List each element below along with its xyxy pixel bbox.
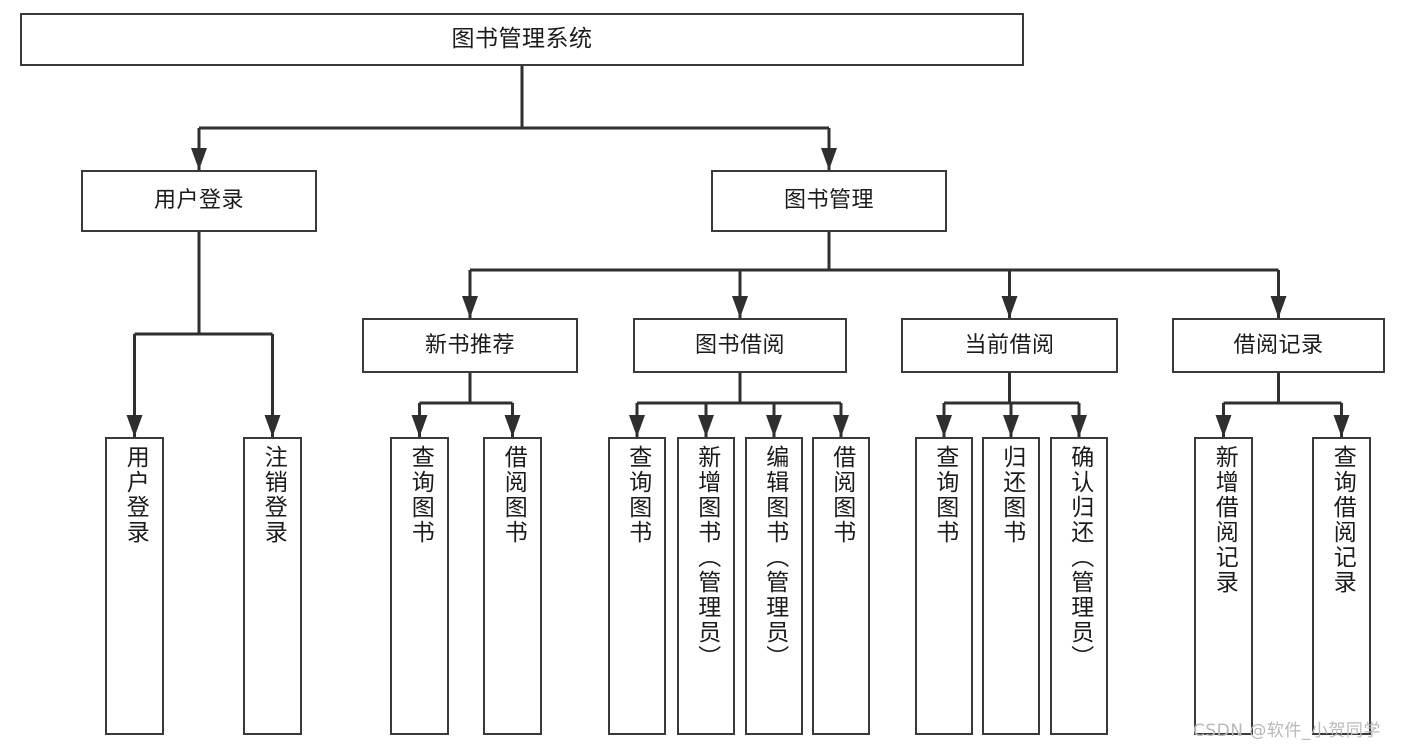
arrowhead-book-borrow (732, 296, 748, 318)
node-label-leaf-cb-query: 查询图书 (931, 445, 958, 545)
node-leaf-bb-edit[interactable]: 编辑图书（管理员） (745, 437, 803, 735)
node-leaf-bb-borrow[interactable]: 借阅图书 (812, 437, 870, 735)
node-new-book-rec[interactable]: 新书推荐 (362, 318, 578, 373)
node-label-leaf-br-add: 新增借阅记录 (1211, 445, 1238, 595)
arrowhead-leaf-bb-edit (766, 415, 782, 437)
arrowhead-leaf-br-query (1333, 415, 1350, 437)
node-label-leaf-rec-borrow: 借阅图书 (500, 445, 527, 545)
arrowhead-borrow-record (1270, 296, 1287, 318)
node-leaf-cb-query[interactable]: 查询图书 (915, 437, 973, 735)
node-label-new-book-rec: 新书推荐 (424, 332, 515, 358)
arrowhead-leaf-cb-confirm (1071, 415, 1087, 437)
node-label-leaf-cb-return: 归还图书 (998, 445, 1025, 545)
arrowhead-leaf-user-login (126, 415, 143, 437)
node-label-leaf-cb-confirm: 确认归还（管理员） (1066, 445, 1093, 670)
node-label-leaf-user-login: 用户登录 (122, 445, 149, 545)
arrowhead-current-borrow (1001, 296, 1018, 318)
node-label-borrow-record: 借阅记录 (1233, 332, 1324, 358)
node-label-leaf-bb-borrow: 借阅图书 (828, 445, 855, 545)
node-label-leaf-rec-query: 查询图书 (407, 445, 434, 545)
node-label-book-borrow: 图书借阅 (694, 332, 785, 358)
node-label-current-borrow: 当前借阅 (964, 332, 1055, 358)
arrowhead-leaf-rec-borrow (504, 415, 521, 437)
arrowhead-leaf-rec-query (411, 415, 428, 437)
node-current-borrow[interactable]: 当前借阅 (901, 318, 1118, 373)
node-leaf-cb-return[interactable]: 归还图书 (982, 437, 1040, 735)
node-label-leaf-bb-add: 新增图书（管理员） (693, 445, 720, 670)
node-book-manage[interactable]: 图书管理 (711, 170, 947, 232)
node-leaf-user-logout[interactable]: 注销登录 (243, 437, 302, 735)
node-root[interactable]: 图书管理系统 (20, 13, 1024, 66)
node-label-leaf-bb-query: 查询图书 (624, 445, 651, 545)
node-leaf-cb-confirm[interactable]: 确认归还（管理员） (1050, 437, 1108, 735)
node-label-root: 图书管理系统 (451, 25, 593, 52)
node-borrow-record[interactable]: 借阅记录 (1172, 318, 1385, 373)
node-user-login[interactable]: 用户登录 (81, 170, 317, 232)
arrowhead-leaf-cb-return (1003, 415, 1019, 437)
node-label-book-manage: 图书管理 (783, 188, 874, 214)
arrowhead-user-login (191, 148, 207, 170)
arrowhead-book-manage (821, 148, 837, 170)
arrowhead-leaf-bb-borrow (833, 415, 849, 437)
arrowhead-leaf-user-logout (264, 415, 281, 437)
node-leaf-user-login[interactable]: 用户登录 (105, 437, 164, 735)
node-leaf-bb-query[interactable]: 查询图书 (608, 437, 666, 735)
node-book-borrow[interactable]: 图书借阅 (633, 318, 847, 373)
node-label-leaf-bb-edit: 编辑图书（管理员） (761, 445, 788, 670)
node-label-leaf-br-query: 查询借阅记录 (1329, 445, 1356, 595)
node-leaf-br-add[interactable]: 新增借阅记录 (1194, 437, 1253, 735)
node-label-leaf-user-logout: 注销登录 (260, 445, 287, 545)
node-leaf-rec-borrow[interactable]: 借阅图书 (483, 437, 542, 735)
arrowhead-new-book-rec (462, 296, 478, 318)
arrowhead-leaf-bb-query (629, 415, 645, 437)
arrowhead-leaf-cb-query (936, 415, 952, 437)
node-leaf-bb-add[interactable]: 新增图书（管理员） (677, 437, 735, 735)
arrowhead-leaf-br-add (1215, 415, 1232, 437)
node-leaf-rec-query[interactable]: 查询图书 (390, 437, 449, 735)
watermark: CSDN @软件_小贺同学 (1193, 721, 1381, 741)
arrowhead-leaf-bb-add (698, 415, 714, 437)
node-label-user-login: 用户登录 (153, 188, 244, 214)
node-leaf-br-query[interactable]: 查询借阅记录 (1312, 437, 1371, 735)
